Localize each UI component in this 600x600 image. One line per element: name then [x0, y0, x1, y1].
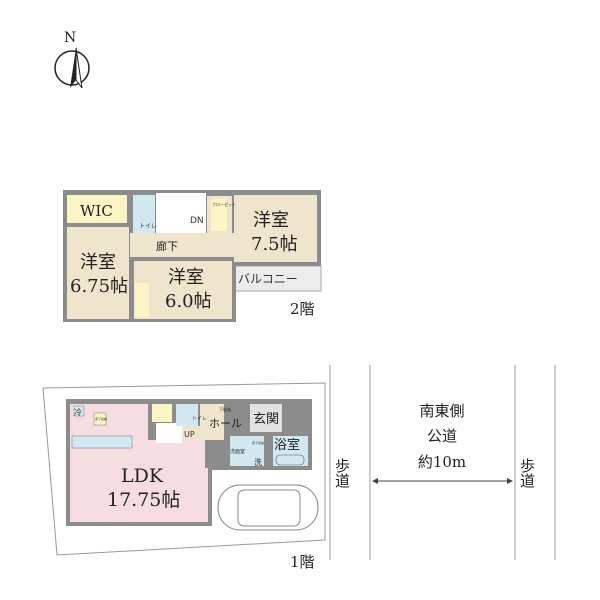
stairs-2f	[156, 193, 206, 233]
room-6-0	[134, 261, 232, 319]
washer-label: 洗	[254, 457, 262, 467]
washroom-label: 洗面室	[230, 448, 245, 455]
stairs-label: DN	[190, 216, 204, 226]
washroom	[230, 436, 264, 466]
toilet-1f-label: トイレ	[192, 416, 207, 422]
lot-boundary	[42, 382, 326, 556]
wic-room	[67, 195, 127, 223]
hallway-2f	[130, 233, 234, 257]
floor-2-plan: WIC トイレ DN クローゼット 廊下 洋室 7.5帖 洋室 6.75帖 洋室…	[63, 190, 322, 322]
fridge-label: 冷	[74, 407, 82, 417]
room-c-name: 洋室	[168, 267, 204, 288]
toilet-2f	[133, 195, 155, 237]
closet	[211, 199, 227, 231]
storage-label: 床下収納	[95, 416, 107, 421]
room-b-name: 洋室	[80, 252, 116, 273]
closet-label: クローゼット	[212, 201, 236, 207]
shoe-label: 下駄箱	[219, 406, 231, 412]
ldk-room	[70, 404, 208, 522]
room-7-5	[234, 195, 317, 262]
bath-label: 浴室	[274, 437, 300, 453]
toilet-1f	[176, 404, 198, 426]
room-a-name: 洋室	[253, 210, 289, 231]
compass-label: N	[64, 30, 76, 46]
road-width-label: 約10m	[418, 453, 466, 471]
road-direction-label: 南東側	[419, 402, 464, 420]
north-arrow-icon: N	[54, 30, 90, 89]
car-icon	[217, 484, 319, 531]
room-c-size: 6.0帖	[165, 291, 212, 312]
floor-1-label: 1階	[290, 553, 315, 571]
balcony	[232, 265, 322, 292]
stairs-up-label: UP	[184, 430, 195, 439]
room-a-size: 7.5帖	[251, 234, 298, 255]
entrance-label: 玄関	[253, 412, 279, 427]
ldk-size: 17.75帖	[107, 489, 180, 511]
hall-label: 廊下	[156, 239, 178, 253]
room-6-75	[67, 227, 129, 319]
kitchen-counter	[71, 435, 133, 449]
floor-1-plan: 冷 床下収納 トイレ UP 下駄箱 ホール 玄関 洗面室 床下収納 洗 浴室 L…	[66, 399, 319, 571]
floor-2-label: 2階	[290, 300, 315, 318]
toilet-label: トイレ	[139, 223, 157, 230]
hall-1f	[200, 404, 224, 440]
sidewalk-right-label: 歩道	[518, 458, 536, 488]
road-type-label: 公道	[427, 427, 457, 445]
storage2-label: 床下収納	[252, 440, 264, 445]
ldk-name: LDK	[121, 465, 164, 487]
sidewalk-left-label: 歩道	[333, 458, 351, 488]
stairs-1f	[156, 423, 182, 443]
hall-1f-label: ホール	[209, 417, 242, 430]
balcony-label: バルコニー	[238, 272, 298, 286]
entrance	[250, 404, 282, 432]
road	[329, 365, 556, 560]
wic-label: WIC	[80, 202, 113, 220]
room-b-size: 6.75帖	[70, 276, 128, 297]
